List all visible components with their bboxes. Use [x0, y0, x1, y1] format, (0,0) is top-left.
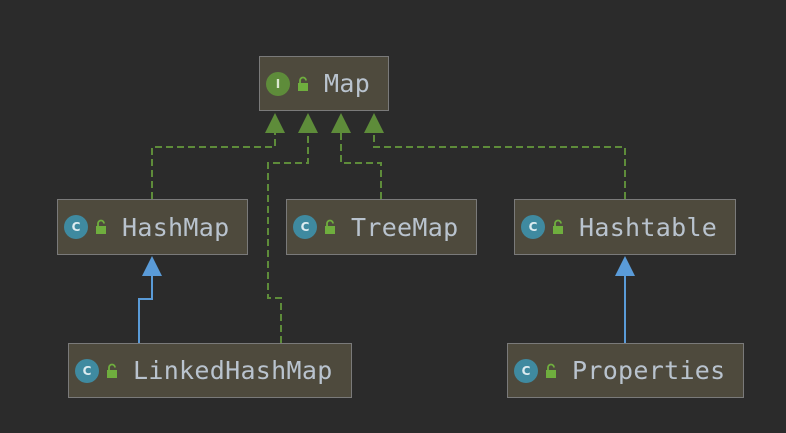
- node-properties[interactable]: C Properties: [507, 343, 744, 398]
- node-hashtable[interactable]: C Hashtable: [514, 199, 736, 255]
- open-lock-icon: [107, 363, 117, 378]
- class-badge-icon: C: [514, 358, 538, 383]
- class-badge-icon: C: [521, 215, 545, 239]
- arrowhead-hashmap: [142, 256, 162, 276]
- open-lock-icon: [553, 219, 563, 234]
- edge-linkedhashmap-hashmap: [138, 276, 153, 343]
- edge-hashmap-map: [151, 133, 276, 199]
- node-map[interactable]: I Map: [259, 56, 389, 111]
- open-lock-icon: [96, 219, 106, 234]
- class-badge-icon: C: [75, 358, 99, 383]
- edge-treemap-map: [340, 133, 382, 199]
- class-badge-icon: C: [293, 215, 317, 239]
- open-lock-icon: [546, 363, 556, 378]
- open-lock-icon: [325, 219, 335, 234]
- open-lock-icon: [298, 76, 308, 91]
- edge-linkedhashmap-map: [267, 133, 309, 343]
- node-label: HashMap: [122, 212, 230, 242]
- node-linkedhashmap[interactable]: C LinkedHashMap: [68, 343, 352, 398]
- interface-badge-icon: I: [266, 71, 290, 96]
- arrowhead-map-3: [331, 113, 351, 133]
- node-label: TreeMap: [351, 212, 459, 242]
- node-label: LinkedHashMap: [133, 356, 333, 385]
- node-label: Properties: [572, 356, 726, 385]
- arrowhead-map-1: [265, 113, 285, 133]
- edge-hashtable-map: [373, 133, 626, 199]
- arrowhead-map-4: [364, 113, 384, 133]
- arrowhead-hashtable: [615, 256, 635, 276]
- class-badge-icon: C: [64, 215, 88, 239]
- node-label: Map: [324, 69, 371, 98]
- arrowhead-map-2: [298, 113, 318, 133]
- node-label: Hashtable: [579, 212, 718, 242]
- node-treemap[interactable]: C TreeMap: [286, 199, 477, 255]
- node-hashmap[interactable]: C HashMap: [57, 199, 248, 255]
